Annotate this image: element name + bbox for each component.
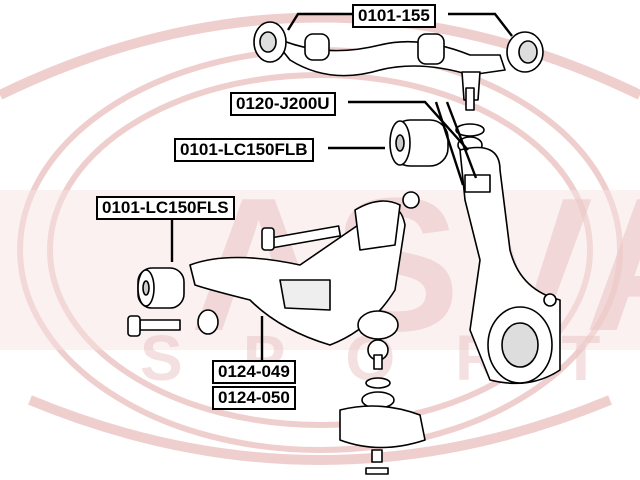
lower-arm-bolt [261, 225, 342, 251]
lower-control-arm [189, 200, 406, 346]
lower-bushing [137, 267, 185, 309]
label-upper-arm: 0101-155 [352, 4, 436, 28]
label-upper-bushing: 0101-LC150FLB [174, 138, 314, 162]
upper-joint-nut [464, 174, 491, 193]
label-lower-bushing: 0101-LC150FLS [96, 196, 235, 220]
label-ball-joint-upper: 0120-J200U [230, 92, 336, 116]
label-lower-ball-joint-1: 0124-049 [212, 360, 296, 384]
steering-knuckle [459, 146, 561, 385]
upper-bushing [389, 119, 449, 167]
nut-icon [402, 191, 420, 209]
leader-lines [170, 12, 513, 360]
label-lower-ball-joint-2: 0124-050 [212, 386, 296, 410]
upper-control-arm [253, 21, 544, 101]
lower-ball-joint [339, 310, 426, 475]
lower-arm-bolt-2 [127, 309, 219, 337]
